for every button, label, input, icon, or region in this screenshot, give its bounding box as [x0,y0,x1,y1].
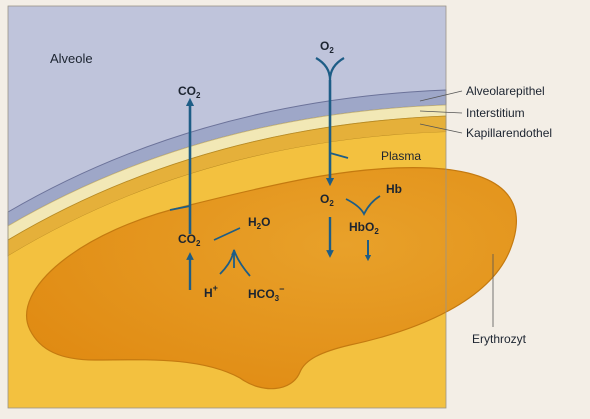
chem-hco3: HCO3− [248,284,284,303]
label-erythrozyt: Erythrozyt [472,332,527,346]
leader-kapillarendothel [419,123,463,134]
chem-h2o: H2O [248,215,270,231]
label-alveolarepithel: Alveolarepithel [466,84,545,98]
chem-co2-low: CO2 [178,232,201,248]
chem-o2-top: O2 [320,39,334,55]
label-plasma: Plasma [381,149,421,163]
chem-hbo2: HbO2 [349,220,379,236]
chem-o2-mid: O2 [320,192,334,208]
chem-hplus: H+ [204,283,218,300]
o2-membrane-tick [329,152,349,159]
label-alveole: Alveole [50,51,93,66]
leader-alveolarepithel [419,90,463,102]
h2o-link-line [213,227,241,241]
label-interstitium: Interstitium [466,106,525,120]
chem-co2-top: CO2 [178,84,201,100]
co2-membrane-tick [169,205,191,211]
chem-hb: Hb [386,182,402,196]
erythrozyt-cell [26,167,517,390]
label-kapillarendothel: Kapillarendothel [466,126,552,140]
leader-interstitium [419,110,463,114]
hb-binding-curve [345,195,381,217]
panel-frame [7,5,447,409]
